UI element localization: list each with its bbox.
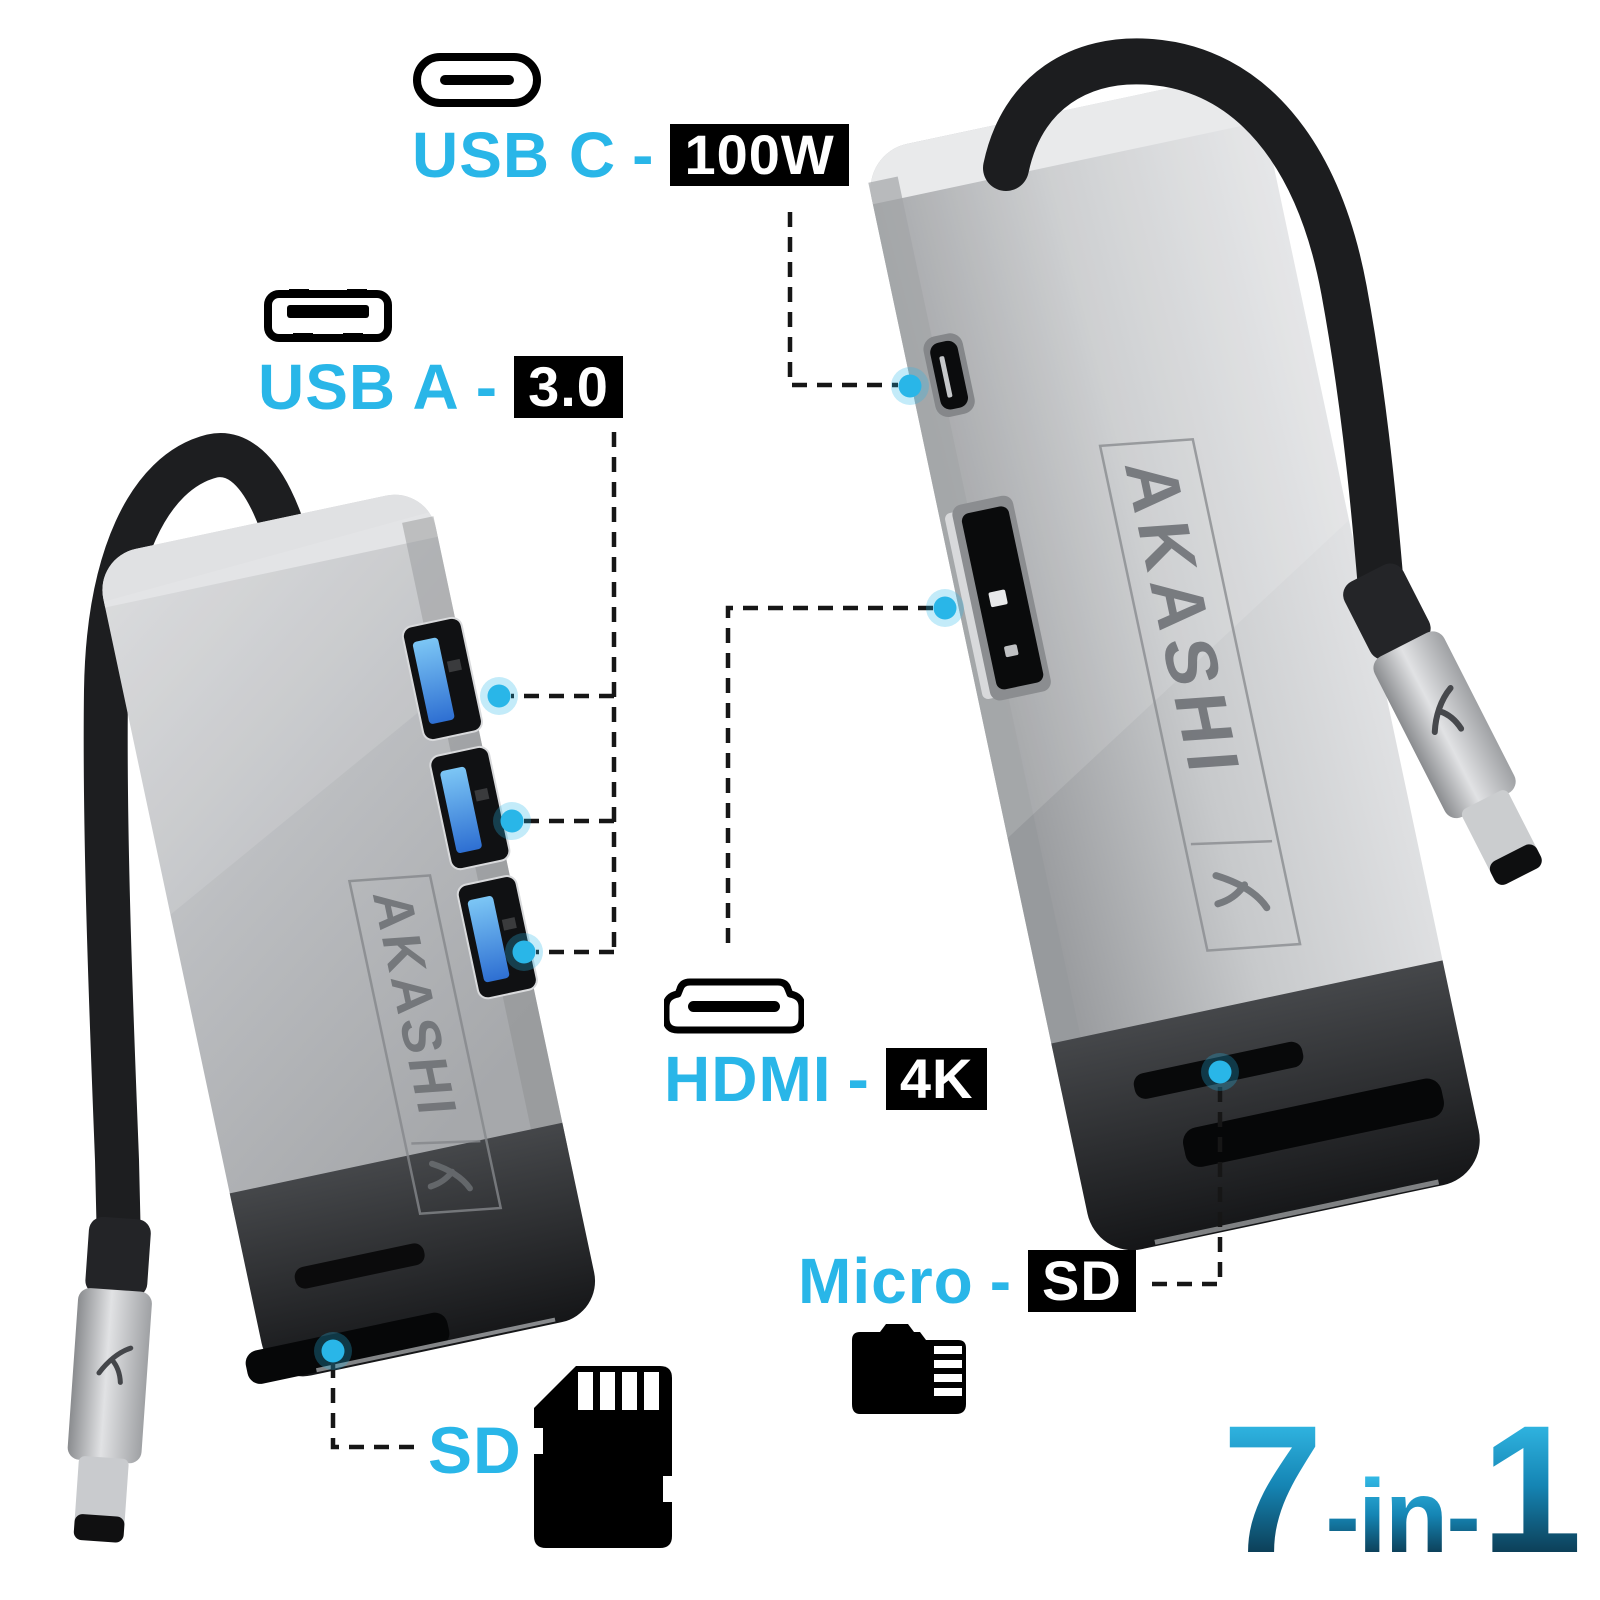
usb-a-anchor-dot-2 bbox=[493, 802, 531, 840]
usb-a-port-2 bbox=[429, 745, 511, 871]
hdmi-label: HDMI bbox=[664, 1043, 832, 1115]
usb-a-label: USB A bbox=[258, 351, 460, 423]
micro-sd-anchor-dot bbox=[1201, 1053, 1239, 1091]
micro-sd-callout: Micro - SD bbox=[798, 1245, 1136, 1317]
usb-a-anchor-dot-3 bbox=[505, 933, 543, 971]
usb-c-leader-line bbox=[787, 212, 898, 388]
right-usb-c-plug bbox=[1343, 563, 1542, 885]
sd-anchor-dot bbox=[314, 1332, 352, 1370]
micro-sd-badge: SD bbox=[1028, 1250, 1136, 1312]
right-hub-card-reader-cap bbox=[1051, 960, 1480, 1251]
left-usb-c-plug bbox=[67, 1216, 152, 1543]
brand-bird-mark-right bbox=[1212, 872, 1271, 912]
left-sd-slot bbox=[245, 1312, 450, 1384]
usb-a-separator: - bbox=[475, 351, 499, 423]
brand-bird-mark-left bbox=[427, 1160, 473, 1192]
callout-leaders bbox=[330, 212, 1223, 1450]
micro-sd-label: Micro bbox=[798, 1245, 974, 1317]
hdmi-badge: 4K bbox=[885, 1048, 988, 1110]
sd-callout: SD bbox=[428, 1412, 522, 1488]
right-sd-slot bbox=[1183, 1078, 1444, 1167]
usb-c-separator: - bbox=[632, 119, 655, 191]
usb-a-icon bbox=[264, 289, 392, 342]
brand-bird-mark-left-plug bbox=[96, 1345, 134, 1385]
banner-count: 7 bbox=[1222, 1387, 1324, 1591]
right-usb-c-port bbox=[923, 333, 975, 417]
usb-c-callout: USB C - 100W bbox=[412, 119, 849, 191]
micro-sd-separator: - bbox=[989, 1245, 1012, 1317]
hdmi-separator: - bbox=[847, 1043, 870, 1115]
hdmi-anchor-dot bbox=[926, 589, 964, 627]
callout-anchor-dots bbox=[314, 367, 1239, 1370]
hdmi-leader-line bbox=[725, 605, 933, 950]
usb-c-anchor-dot bbox=[891, 367, 929, 405]
seven-in-one-banner: 7-in-1 bbox=[1222, 1398, 1582, 1580]
right-hdmi-port bbox=[945, 495, 1051, 701]
banner-infix: -in- bbox=[1325, 1459, 1481, 1575]
usb-a-port-3 bbox=[456, 875, 538, 1000]
usb-c-label: USB C bbox=[412, 119, 617, 191]
hdmi-icon bbox=[664, 978, 804, 1034]
usb-c-icon bbox=[413, 53, 541, 107]
sd-card-icon bbox=[532, 1366, 674, 1548]
micro-sd-card-icon bbox=[852, 1324, 966, 1414]
banner-suffix: 1 bbox=[1480, 1387, 1583, 1591]
usb-a-leader-line bbox=[511, 432, 617, 955]
right-usb-c-cable bbox=[983, 38, 1404, 611]
sd-label: SD bbox=[428, 1413, 522, 1487]
micro-sd-leader-line bbox=[1152, 1084, 1223, 1287]
hdmi-callout: HDMI - 4K bbox=[664, 1043, 988, 1115]
sd-leader-line bbox=[330, 1363, 418, 1450]
usb-a-badge: 3.0 bbox=[514, 356, 623, 418]
brand-bird-mark-right-plug bbox=[1431, 685, 1465, 735]
usb-a-port-1 bbox=[401, 616, 483, 742]
right-hub-device: AKASHI bbox=[862, 38, 1542, 1251]
usb-c-badge: 100W bbox=[670, 124, 849, 186]
usb-a-anchor-dot-1 bbox=[480, 677, 518, 715]
left-micro-sd-slot bbox=[294, 1243, 425, 1289]
usb-a-callout: USB A - 3.0 bbox=[258, 351, 623, 423]
left-hub-device: AKASHI bbox=[67, 433, 596, 1543]
